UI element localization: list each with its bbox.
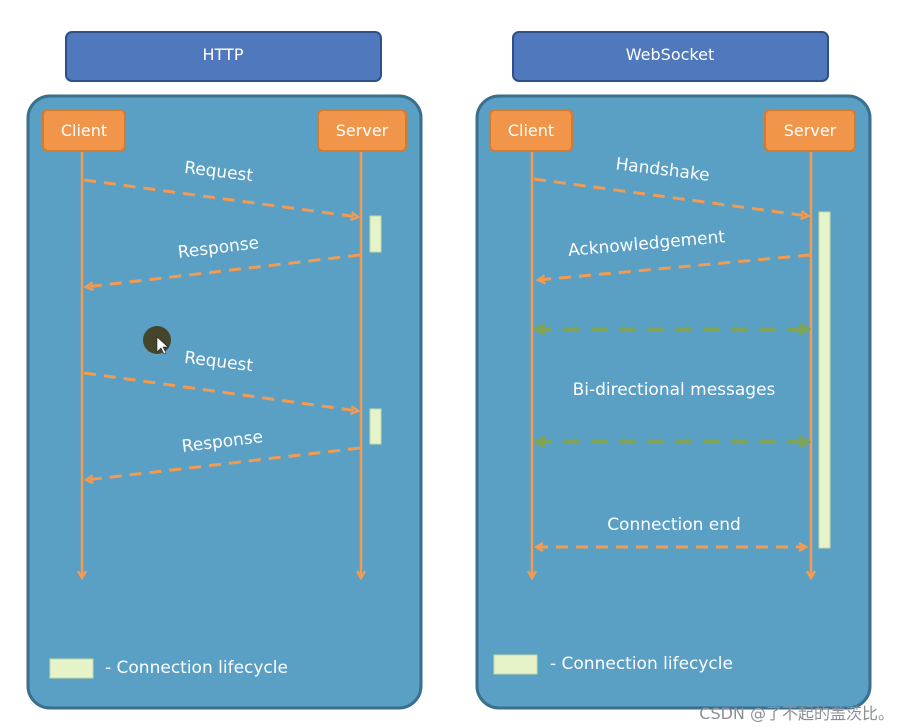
ws-handshake-arrow xyxy=(533,177,808,216)
http-diagram: HTTP Client Server Request Response Requ… xyxy=(26,31,423,710)
ws-client-label: Client xyxy=(508,121,554,140)
http-client-box xyxy=(42,109,126,152)
http-response-arrow-1 xyxy=(86,253,361,287)
ws-lifecycle-bar xyxy=(818,211,831,549)
http-legend-label: - Connection lifecycle xyxy=(105,658,288,678)
ws-bidirectional-label: Bi-directional messages xyxy=(573,380,776,400)
ws-client-box xyxy=(489,109,573,152)
watermark: CSDN @了不起的盖茨比。 xyxy=(699,704,894,723)
http-client-label: Client xyxy=(61,121,107,140)
ws-legend-swatch xyxy=(493,654,538,675)
http-title-box xyxy=(65,31,382,82)
ws-legend-label: - Connection lifecycle xyxy=(550,654,733,674)
http-lifecycle-bar-1 xyxy=(369,215,382,253)
ws-title-box xyxy=(512,31,829,82)
http-request-arrow-1 xyxy=(83,178,358,217)
ws-end-label: Connection end xyxy=(607,515,741,535)
http-lifecycle-bar-2 xyxy=(369,408,382,445)
websocket-diagram: WebSocket Client Server Handshake Acknow… xyxy=(475,31,872,710)
http-legend-swatch xyxy=(49,658,94,679)
ws-title: WebSocket xyxy=(626,45,714,64)
http-panel xyxy=(26,94,423,710)
http-title: HTTP xyxy=(203,45,244,64)
http-request-arrow-2 xyxy=(83,371,358,411)
http-server-label: Server xyxy=(336,121,389,140)
ws-ack-arrow xyxy=(538,253,811,280)
ws-server-box xyxy=(764,109,856,152)
http-response-arrow-2 xyxy=(86,446,361,480)
ws-panel xyxy=(475,94,872,710)
http-server-box xyxy=(317,109,407,152)
mouse-cursor-icon xyxy=(143,326,171,355)
ws-server-label: Server xyxy=(784,121,837,140)
